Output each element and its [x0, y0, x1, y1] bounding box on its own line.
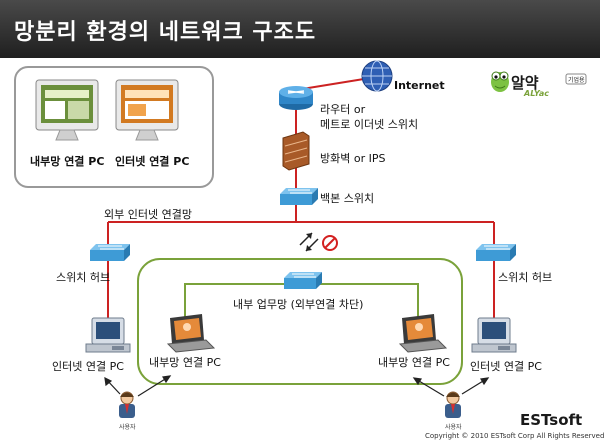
right-switch-hub-icon [476, 244, 516, 261]
right-internet-pc-label: 인터넷 연결 PC [470, 360, 542, 373]
left-user-label: 사용자 [119, 424, 136, 431]
right-internet-pc-icon [471, 317, 517, 353]
left-switch-hub-icon [90, 244, 130, 261]
header-bar: 망분리 환경의 네트워크 구조도 [0, 0, 600, 58]
alyac-logo-sub: ALYac [524, 89, 550, 98]
backbone-switch-icon [280, 188, 318, 205]
alyac-logo-text: 알약 [511, 74, 539, 92]
left-internal-laptop-icon [166, 314, 216, 353]
footer-brand: ESTsoft [520, 411, 583, 429]
internal-switch-icon [284, 272, 322, 289]
page-title: 망분리 환경의 네트워크 구조도 [14, 20, 317, 45]
right-internal-pc-label: 내부망 연결 PC [378, 356, 450, 369]
legend-internal-pc-label: 내부망 연결 PC [30, 155, 105, 168]
legend-internet-pc-icon [115, 79, 179, 141]
alyac-badge-box [565, 73, 587, 85]
firewall-icon [282, 131, 310, 171]
left-internet-pc-label: 인터넷 연결 PC [52, 360, 124, 373]
internet-label: Internet [394, 79, 445, 92]
blocked-link-icon [299, 232, 338, 252]
user-access-arrows [104, 375, 490, 397]
legend-internal-pc-icon [35, 79, 99, 141]
internal-network-boundary [137, 258, 463, 385]
left-internet-pc-icon [85, 317, 131, 353]
right-switch-hub-label: 스위치 허브 [498, 271, 553, 284]
alyac-logo-badge: 기업용 [568, 77, 585, 84]
alyac-logo-icon [491, 71, 509, 92]
router-label-line2: 메트로 이더넷 스위치 [320, 118, 419, 131]
right-user-label: 사용자 [445, 424, 462, 431]
right-internal-laptop-icon [398, 314, 448, 353]
left-switch-hub-label: 스위치 허브 [56, 271, 111, 284]
backbone-switch-label: 백본 스위치 [320, 192, 375, 205]
right-user-icon [445, 391, 461, 418]
internal-net-label: 내부 업무망 (외부연결 차단) [233, 298, 364, 311]
firewall-label: 방화벽 or IPS [320, 152, 386, 165]
router-label-line1: 라우터 or [320, 103, 366, 116]
internet-globe-icon [361, 60, 393, 92]
footer-copyright: Copyright © 2010 ESTsoft Corp All Rights… [425, 432, 604, 440]
left-internal-pc-label: 내부망 연결 PC [149, 356, 221, 369]
router-icon [279, 86, 313, 110]
external-net-label: 외부 인터넷 연결망 [104, 208, 192, 221]
left-user-icon [119, 391, 135, 418]
legend-internet-pc-label: 인터넷 연결 PC [115, 155, 190, 168]
